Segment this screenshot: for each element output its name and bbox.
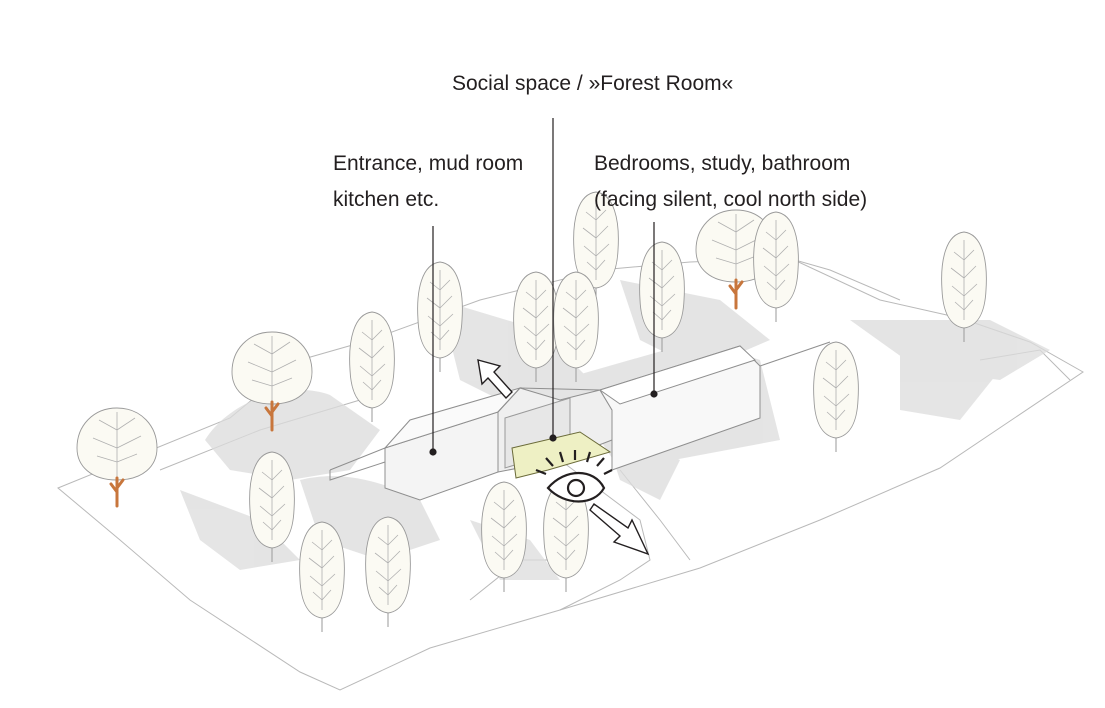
bedrooms-label-line1: Bedrooms, study, bathroom (594, 152, 851, 175)
leader-lines (429, 118, 658, 456)
house (329, 341, 831, 501)
eye-icon (535, 450, 613, 503)
entrance-label-line2: kitchen etc. (333, 188, 440, 212)
view-arrow-icon (477, 359, 650, 556)
entrance-label: Entrance, mud room kitchen etc. (333, 151, 523, 212)
social-space-text: Social space / »Forest Room« (452, 72, 734, 95)
bedrooms-label-line2: (facing silent, cool north side) (594, 188, 868, 212)
bedrooms-label: Bedrooms, study, bathroom (facing silent… (594, 151, 867, 212)
entrance-label-line1: Entrance, mud room (333, 152, 524, 175)
social-space-label: Social space / »Forest Room« (452, 71, 733, 96)
